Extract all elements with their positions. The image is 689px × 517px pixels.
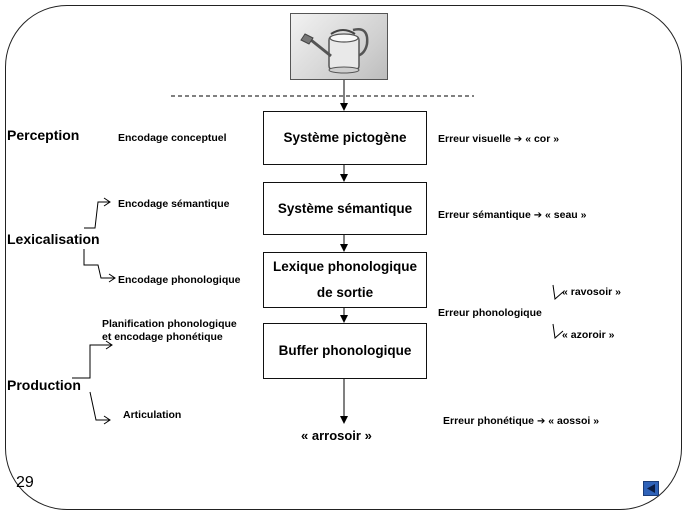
watering-can-image <box>290 13 388 80</box>
error-phonologique: Erreur phonologique <box>438 307 542 319</box>
error-semantique-label: Erreur sémantique <box>438 209 531 221</box>
process-articulation: Articulation <box>123 409 182 421</box>
watering-can-icon <box>300 28 369 74</box>
stage-perception: Perception <box>7 127 80 143</box>
error-phonetique-label: Erreur phonétique <box>443 415 535 427</box>
process-planification-line2: et encodage phonétique <box>102 331 223 343</box>
slide-number: 29 <box>16 474 34 491</box>
right-arrow-icon: ➔ <box>533 210 543 221</box>
right-arrow-icon: ➔ <box>536 416 546 427</box>
box-systeme-pictogene: Système pictogène <box>263 111 427 165</box>
previous-slide-icon <box>647 484 655 493</box>
error-azoroir: « azoroir » <box>562 329 615 341</box>
process-planification: Planification phonologique et encodage p… <box>102 318 237 344</box>
box-lexique-line2: de sortie <box>316 285 374 300</box>
process-planification-line1: Planification phonologique <box>102 318 237 330</box>
error-semantique-target: « seau » <box>545 209 587 221</box>
previous-slide-button[interactable] <box>643 481 659 496</box>
box-systeme-semantique: Système sémantique <box>263 182 427 235</box>
slide-frame <box>5 5 682 510</box>
stage-production: Production <box>7 377 81 393</box>
box-lexique-phonologique: Lexique phonologique de sortie <box>263 252 427 308</box>
process-encodage-conceptuel: Encodage conceptuel <box>118 132 227 144</box>
error-ravosoir: « ravosoir » <box>562 286 621 298</box>
box-buffer-label: Buffer phonologique <box>278 343 412 358</box>
error-visuelle-target: « cor » <box>525 133 560 145</box>
process-encodage-phonologique: Encodage phonologique <box>118 274 241 286</box>
error-phonetique-target: « aossoi » <box>548 415 600 427</box>
error-visuelle-label: Erreur visuelle <box>438 133 511 145</box>
box-systeme-pictogene-label: Système pictogène <box>283 130 407 145</box>
error-visuelle: Erreur visuelle ➔ « cor » <box>438 133 559 146</box>
box-systeme-semantique-label: Système sémantique <box>277 200 413 216</box>
box-buffer-phonologique: Buffer phonologique <box>263 323 427 379</box>
process-encodage-semantique: Encodage sémantique <box>118 198 230 210</box>
error-semantique: Erreur sémantique ➔ « seau » <box>438 209 586 222</box>
box-lexique-line1: Lexique phonologique <box>273 259 417 274</box>
error-phonetique: Erreur phonétique ➔ « aossoi » <box>443 415 599 428</box>
right-arrow-icon: ➔ <box>513 134 523 145</box>
stage-lexicalisation: Lexicalisation <box>7 231 100 247</box>
output-word: « arrosoir » <box>301 428 372 443</box>
